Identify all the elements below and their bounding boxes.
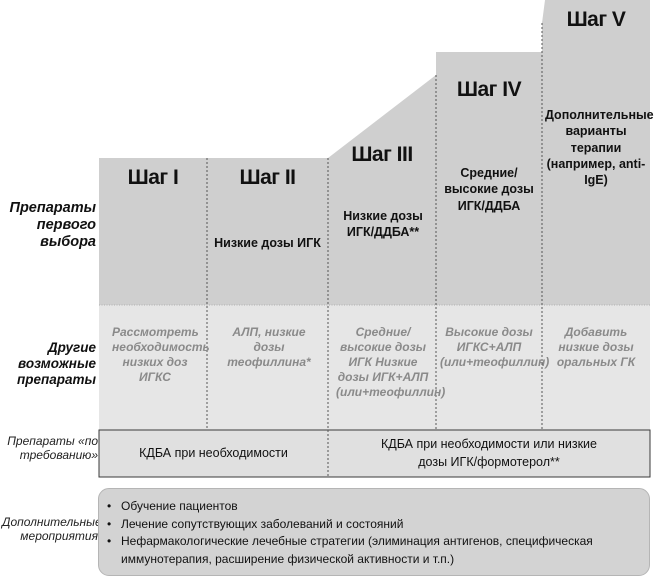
reliever-band bbox=[98, 429, 651, 478]
first-choice-staircase bbox=[99, 0, 650, 305]
step-1-other-options: Рассмотреть необходимость низких доз ИГК… bbox=[112, 325, 210, 384]
step-5-first-choice: Дополнительные варианты терапии (наприме… bbox=[545, 108, 654, 187]
additional-measure-item: Обучение пациентов bbox=[107, 498, 643, 516]
step-2-title: Шаг II bbox=[239, 166, 296, 189]
step-3-first-choice: Низкие дозы ИГК/ДДБА** bbox=[343, 209, 423, 240]
step-3-other-options: Средние/высокие дозы ИГК Низкие дозы ИГК… bbox=[336, 325, 446, 399]
additional-measures-list: Обучение пациентов Лечение сопутствующих… bbox=[99, 489, 649, 568]
step-3-title: Шаг III bbox=[351, 143, 413, 166]
row-label-additional: Дополнительные мероприятия bbox=[2, 515, 102, 544]
additional-measures-box: Обучение пациентов Лечение сопутствующих… bbox=[98, 488, 650, 576]
reliever-steps-3-5: КДБА при необходимости или низкие дозы И… bbox=[380, 437, 597, 469]
row-label-first-choice: Препараты первого выбора bbox=[9, 200, 96, 251]
step-5-other-options: Добавить низкие дозы оральных ГК bbox=[556, 325, 636, 369]
reliever-steps-1-2: КДБА при необходимости bbox=[139, 446, 288, 460]
step-4-first-choice: Средние/высокие дозы ИГК/ДДБА bbox=[444, 166, 534, 213]
step-4-other-options: Высокие дозы ИГКС+АЛП (или+теофиллин) bbox=[440, 325, 550, 369]
step-4-title: Шаг IV bbox=[456, 78, 522, 101]
other-options-band bbox=[99, 305, 650, 430]
additional-measure-item: Лечение сопутствующих заболеваний и сост… bbox=[107, 516, 643, 534]
additional-measure-item: Нефармакологические лечебные стратегии (… bbox=[107, 533, 643, 568]
step-2-first-choice: Низкие дозы ИГК bbox=[214, 236, 321, 250]
row-label-reliever: Препараты «по требованию» bbox=[7, 434, 98, 463]
row-label-other-options: Другие возможные препараты bbox=[16, 340, 96, 387]
step-1-title: Шаг I bbox=[127, 166, 179, 189]
step-5-title: Шаг V bbox=[566, 8, 626, 31]
step-2-other-options: АЛП, низкие дозы теофиллина* bbox=[227, 325, 311, 369]
